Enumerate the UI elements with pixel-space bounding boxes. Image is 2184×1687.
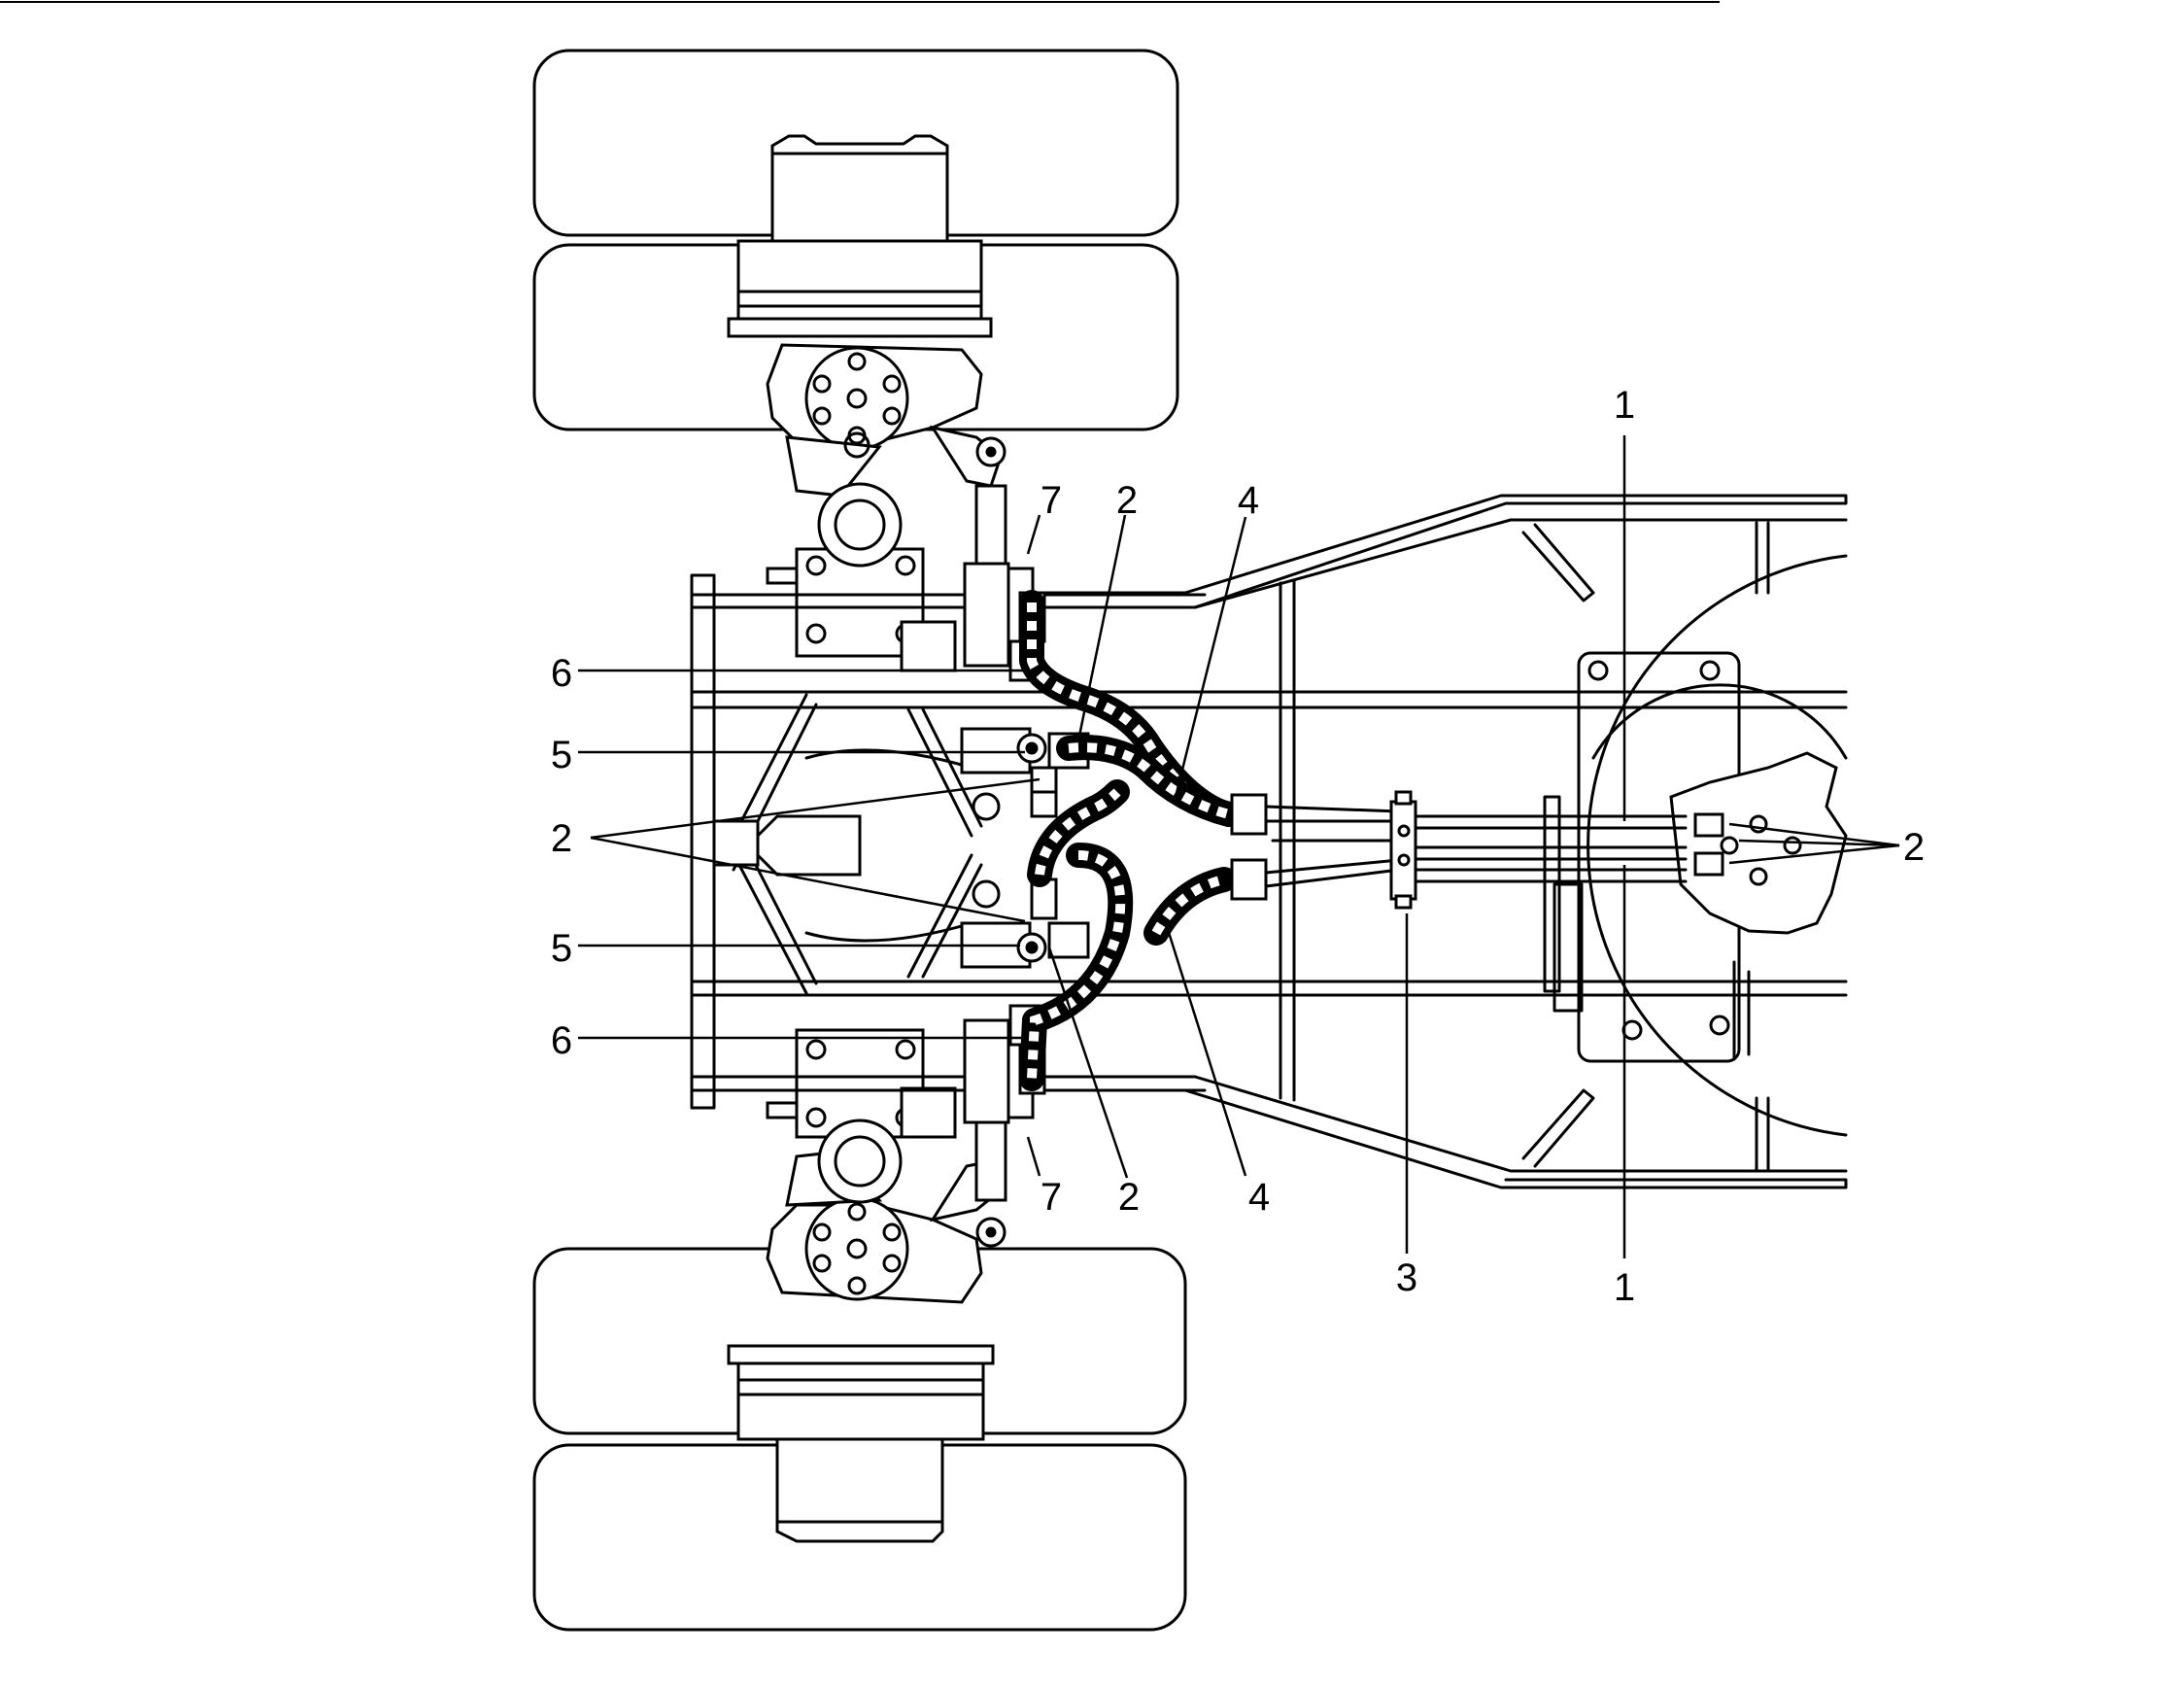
lower-hub-rim bbox=[727, 1344, 995, 1365]
chassis-frame bbox=[690, 494, 1848, 1189]
upper-hub-body bbox=[770, 152, 949, 243]
differential-housing bbox=[756, 814, 862, 877]
lower-steering-knuckle bbox=[766, 1028, 1007, 1304]
line-clamp bbox=[1389, 790, 1417, 910]
upper-wheel-assembly bbox=[532, 49, 1179, 431]
leader-lines bbox=[578, 435, 1900, 1258]
hoses bbox=[1019, 590, 1242, 1091]
callout-7-top: 7 bbox=[1041, 479, 1062, 522]
callout-7-bottom: 7 bbox=[1041, 1176, 1062, 1219]
lower-kingpin-boss bbox=[804, 1196, 909, 1301]
upper-hose-ferrule bbox=[1230, 793, 1268, 836]
lower-tie-rod bbox=[974, 1120, 1007, 1202]
callout-2-top: 2 bbox=[1116, 479, 1138, 522]
callout-3: 3 bbox=[1396, 1257, 1417, 1299]
upper-tie-rod bbox=[974, 484, 1007, 566]
callout-4-top: 4 bbox=[1238, 479, 1259, 522]
lower-hub-cap bbox=[775, 1520, 944, 1543]
callout-1-bottom: 1 bbox=[1614, 1266, 1635, 1309]
callout-2-right: 2 bbox=[1903, 826, 1925, 869]
callout-2-left: 2 bbox=[551, 817, 572, 860]
lower-hose-ferrule bbox=[1230, 858, 1268, 901]
callout-5-top: 5 bbox=[551, 734, 572, 776]
callout-6-bottom: 6 bbox=[551, 1019, 572, 1062]
callout-1-top: 1 bbox=[1614, 384, 1635, 427]
callout-6-top: 6 bbox=[551, 652, 572, 695]
callout-5-bottom: 5 bbox=[551, 927, 572, 970]
lower-hub-body bbox=[775, 1437, 944, 1524]
lower-wheel-assembly bbox=[532, 1247, 1187, 1632]
lower-hub-flange bbox=[736, 1361, 985, 1441]
upper-hub-rim bbox=[727, 317, 993, 338]
turntable-ring bbox=[1543, 554, 1848, 1137]
rigid-lines bbox=[1264, 805, 1688, 888]
callout-4-bottom: 4 bbox=[1248, 1176, 1270, 1219]
upper-steering-knuckle bbox=[766, 343, 1007, 672]
callout-2-bottom: 2 bbox=[1118, 1176, 1140, 1219]
rotary-coupling bbox=[1669, 751, 1848, 935]
